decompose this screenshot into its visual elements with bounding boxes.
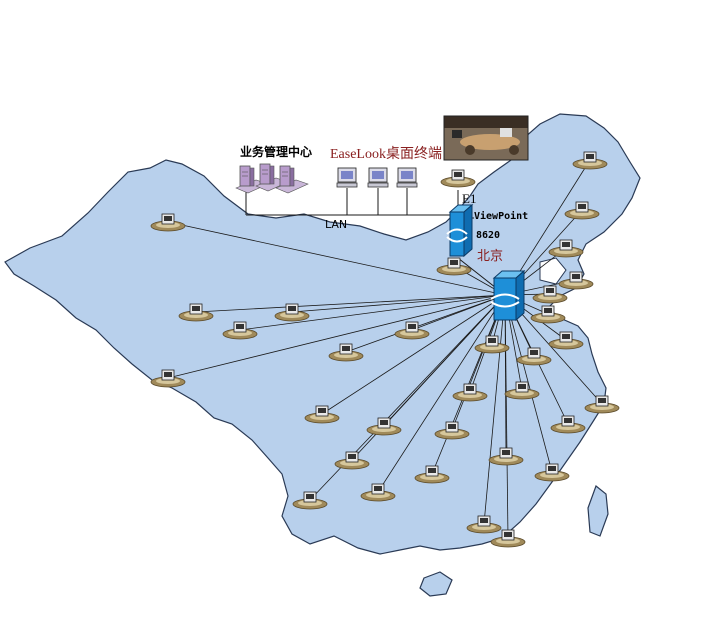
video-terminal-icon xyxy=(488,447,524,466)
taiwan-island xyxy=(587,485,609,537)
video-terminal-icon xyxy=(360,483,396,502)
video-terminal-icon xyxy=(434,421,470,440)
video-terminal-icon xyxy=(548,239,584,258)
video-terminal-icon xyxy=(292,491,328,510)
lan-label: LAN xyxy=(325,218,348,231)
mcu-switch-icon xyxy=(490,269,526,322)
hainan-island xyxy=(419,571,453,597)
connection-line xyxy=(483,294,506,525)
video-terminal-icon xyxy=(564,201,600,220)
management-center-label: 业务管理中心 xyxy=(240,145,313,159)
server-icon xyxy=(275,165,309,194)
video-terminal-icon xyxy=(532,285,568,304)
video-terminal-icon xyxy=(150,213,186,232)
model-label: 8620 xyxy=(476,230,501,241)
connection-line xyxy=(504,294,553,473)
beijing-label: 北京 xyxy=(477,249,504,264)
desktop-computer-icon xyxy=(396,167,418,188)
viewpoint-switch-icon xyxy=(446,203,474,258)
desktop-computer-icon xyxy=(336,167,358,188)
video-terminal-icon xyxy=(466,515,502,534)
desktop-computer-icon xyxy=(367,167,389,188)
video-terminal-icon xyxy=(222,321,258,340)
video-terminal-icon xyxy=(328,343,364,362)
video-terminal-icon xyxy=(558,271,594,290)
connection-line xyxy=(167,294,506,379)
e1-label: E1 xyxy=(462,191,477,206)
video-terminal-icon xyxy=(440,169,476,188)
connection-line xyxy=(291,294,506,313)
video-terminal-icon xyxy=(530,305,566,324)
connection-line xyxy=(504,294,507,457)
connection-line xyxy=(321,294,506,415)
easelook-terminal-label: EaseLook桌面终端 xyxy=(330,147,442,162)
video-terminal-icon xyxy=(490,529,526,548)
conference-room-photo xyxy=(443,115,529,161)
video-terminal-icon xyxy=(474,335,510,354)
video-terminal-icon xyxy=(366,417,402,436)
connection-line xyxy=(377,294,506,493)
video-terminal-icon xyxy=(394,321,430,340)
video-terminal-icon xyxy=(548,331,584,350)
connection-line xyxy=(167,221,506,296)
connection-line xyxy=(345,294,506,353)
video-terminal-icon xyxy=(304,405,340,424)
video-terminal-icon xyxy=(550,415,586,434)
video-terminal-icon xyxy=(414,465,450,484)
video-terminal-icon xyxy=(572,151,608,170)
bohai-gulf xyxy=(539,257,567,285)
connection-line xyxy=(239,294,506,331)
video-terminal-icon xyxy=(150,369,186,388)
video-terminal-icon xyxy=(436,257,472,276)
video-terminal-icon xyxy=(504,381,540,400)
video-terminal-icon xyxy=(452,383,488,402)
video-terminal-icon xyxy=(334,451,370,470)
video-terminal-icon xyxy=(534,463,570,482)
china-map xyxy=(4,113,641,555)
connection-line xyxy=(195,294,506,313)
video-terminal-icon xyxy=(584,395,620,414)
video-terminal-icon xyxy=(516,347,552,366)
connection-line xyxy=(411,294,506,331)
viewpoint-label: ViewPoint xyxy=(474,211,529,222)
video-terminal-icon xyxy=(274,303,310,322)
video-terminal-icon xyxy=(178,303,214,322)
